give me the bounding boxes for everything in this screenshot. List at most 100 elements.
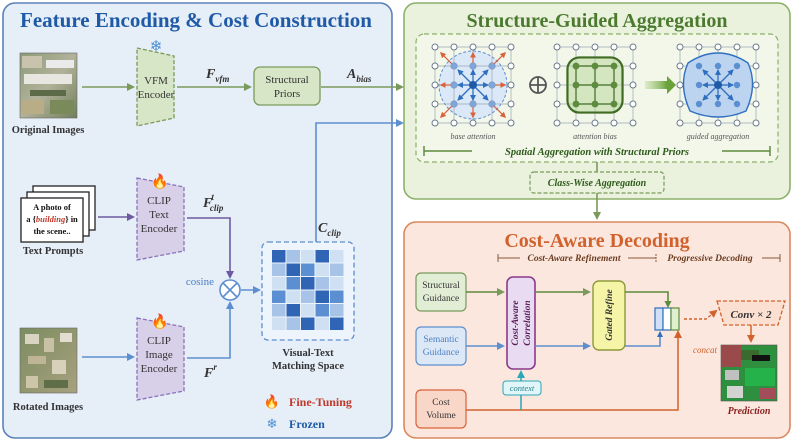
legend-fine-tuning: Fine-Tuning — [289, 395, 352, 409]
f-r-symbol: Fr — [203, 362, 217, 381]
cost-volume-box — [415, 389, 467, 429]
grid-node — [676, 119, 684, 127]
base-attention-grid — [431, 43, 515, 127]
cost-aware-correlation-block — [506, 276, 536, 370]
circle-plus-icon — [529, 76, 547, 94]
gradient-arrow — [645, 81, 667, 89]
context-box — [502, 380, 542, 396]
arrow-gated-to-concat-top — [625, 291, 672, 308]
spatial-aggregation-label: Spatial Aggregation with Structural Prio… — [505, 147, 689, 158]
neighbor-node — [469, 100, 477, 108]
grid-node — [553, 62, 561, 70]
cost-aware-decoding-panel: Cost-Aware Decoding Cost-Aware Refinemen… — [403, 221, 791, 439]
cost-cell — [330, 277, 344, 290]
arrow-cost-volume-path — [466, 330, 682, 411]
neighbor-node — [733, 81, 741, 89]
grid-node — [676, 43, 684, 51]
clip-text-encoder-label-1: CLIP — [147, 195, 171, 207]
neighbor-node — [695, 100, 703, 108]
neighbor-node — [450, 100, 458, 108]
cost-cell — [330, 250, 344, 263]
neighbor-node — [450, 62, 458, 70]
visual-text-space-label-1: Visual-Text — [282, 348, 334, 359]
vfm-encoder-label-2: Encoder — [138, 89, 175, 101]
grid-node — [752, 119, 760, 127]
grid-node — [752, 100, 760, 108]
grid-node — [629, 62, 637, 70]
cost-cell — [301, 317, 315, 330]
bias-node — [610, 62, 618, 70]
grid-node — [469, 119, 477, 127]
grid-node — [507, 62, 515, 70]
gated-refine-label: Gated Refine — [605, 288, 615, 340]
text-card-line-3: the scene.. — [33, 226, 70, 236]
grid-node — [629, 100, 637, 108]
bias-node — [610, 100, 618, 108]
cost-cell — [272, 304, 286, 317]
cost-cell — [272, 250, 286, 263]
cost-cell — [286, 290, 300, 303]
grid-node — [507, 100, 515, 108]
cost-cell — [272, 263, 286, 276]
rotated-images-label: Rotated Images — [13, 402, 83, 413]
grid-node — [733, 43, 741, 51]
text-prompt-cards: A photo of a {building} in the scene.. — [20, 185, 96, 243]
grid-node — [629, 81, 637, 89]
center-node — [469, 81, 477, 89]
cost-cell — [272, 277, 286, 290]
structural-guidance-box — [415, 272, 467, 312]
original-image — [19, 52, 78, 119]
grid-node — [488, 43, 496, 51]
decoding-panel-title: Cost-Aware Decoding — [504, 230, 689, 252]
grid-node — [752, 81, 760, 89]
grid-node — [733, 119, 741, 127]
structural-guidance-label-2: Guidance — [423, 294, 459, 304]
vfm-encoder-block — [136, 47, 175, 127]
c-clip-symbol: Cclip — [318, 221, 341, 238]
bias-node — [591, 62, 599, 70]
clip-image-encoder-block — [136, 317, 185, 401]
clip-image-encoder-label-1: CLIP — [147, 335, 171, 347]
snowflake-icon: ❄ — [150, 39, 163, 55]
grid-node — [572, 119, 580, 127]
cost-aware-refinement-label: Cost-Aware Refinement — [528, 254, 621, 264]
neighbor-node — [450, 81, 458, 89]
cost-cell — [286, 317, 300, 330]
legend-frozen: Frozen — [289, 417, 325, 431]
bias-node — [572, 62, 580, 70]
arrow-text-feature-to-cosine — [187, 217, 234, 279]
cost-cell — [301, 277, 315, 290]
cost-cell — [272, 317, 286, 330]
attention-bias-label: attention bias — [573, 132, 617, 141]
grid-node — [714, 43, 722, 51]
cost-cell — [315, 277, 329, 290]
rotated-image — [19, 327, 78, 394]
grid-node — [572, 43, 580, 51]
guided-aggregation-label: guided aggregation — [687, 132, 750, 141]
grid-node — [610, 43, 618, 51]
clip-image-encoder-label-3: Encoder — [141, 363, 178, 375]
structural-priors-label-2: Priors — [274, 88, 300, 100]
cost-cell — [330, 290, 344, 303]
grid-node — [752, 43, 760, 51]
left-panel-title: Feature Encoding & Cost Construction — [20, 8, 372, 32]
neighbor-node — [714, 62, 722, 70]
grid-node — [591, 119, 599, 127]
grid-node — [507, 43, 515, 51]
arrow-gated-to-concat — [625, 331, 663, 347]
bias-node — [591, 100, 599, 108]
grid-node — [431, 62, 439, 70]
cost-cell — [315, 317, 329, 330]
cost-cell — [286, 250, 300, 263]
context-label: context — [510, 383, 535, 393]
clip-text-encoder-label-3: Encoder — [141, 223, 178, 235]
grid-node — [553, 119, 561, 127]
text-card-line-1: A photo of — [33, 202, 71, 212]
grid-node — [553, 81, 561, 89]
grid-node — [450, 119, 458, 127]
structure-aggregation-panel: Structure-Guided Aggregation base attent… — [403, 2, 791, 220]
flame-icon: 🔥 — [151, 173, 168, 190]
flame-icon: 🔥 — [264, 394, 280, 409]
flame-icon: 🔥 — [151, 313, 168, 330]
